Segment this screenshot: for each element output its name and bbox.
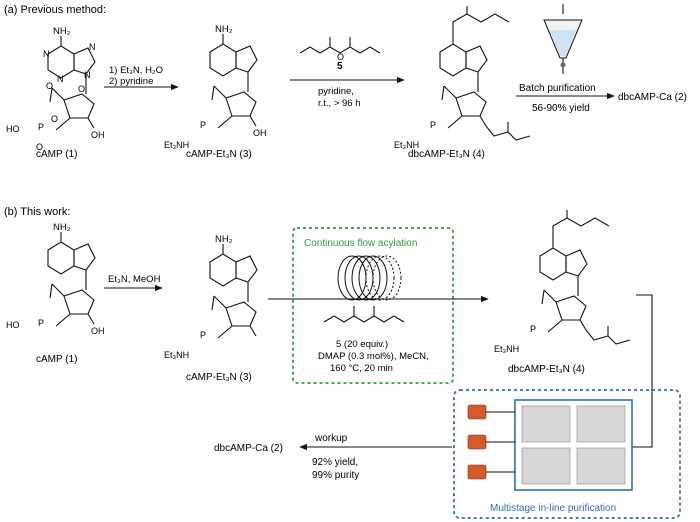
atom-label: Et₃NH <box>494 344 519 354</box>
atom-label: N <box>57 74 64 84</box>
coil-reactor-icon <box>337 255 402 301</box>
atom-label: NH₂ <box>215 234 233 245</box>
camp-et3n-structure-b: NH₂ P Et₃NH <box>164 234 258 360</box>
atom-label: P <box>530 324 536 334</box>
camp-structure-b: NH₂ P HO OH <box>6 222 105 336</box>
column-grid-icon <box>521 405 626 485</box>
atom-label: HO <box>6 124 20 134</box>
purity-b: 99% purity <box>312 470 359 481</box>
atom-label: O <box>78 84 85 94</box>
atom-label: O <box>337 52 344 62</box>
label-dbc-a: dbcAMP-Et₃N (4) <box>408 149 485 160</box>
flow-box <box>292 227 454 384</box>
atom-label: O <box>46 81 53 91</box>
separatory-funnel-icon <box>543 4 583 74</box>
atom-label: Et₃NH <box>394 140 419 150</box>
flow-cond3: 160 °C, 20 min <box>330 363 393 374</box>
atom-label: OH <box>91 326 105 336</box>
anhydride-structure-b <box>323 306 405 323</box>
step2-line1: pyridine, <box>318 86 354 97</box>
product-b: dbcAMP-Ca (2) <box>214 443 283 454</box>
atom-label: N <box>43 49 50 59</box>
reagent-5: 5 <box>337 61 343 72</box>
label-camp-a: cAMP (1) <box>36 149 78 160</box>
atom-label: OH <box>91 130 105 140</box>
section-a-heading: (a) Previous method: <box>4 4 106 16</box>
atom-label: NH₂ <box>53 26 71 37</box>
label-salt-b: cAMP-Et₃N (3) <box>186 372 252 383</box>
camp-et3n-structure: NH₂ P OH Et₃NH <box>164 24 267 150</box>
atom-label: P <box>200 330 206 340</box>
anhydride-structure: O <box>299 37 381 62</box>
atom-label: OH <box>253 128 267 138</box>
step1-b: Et₃N, MeOH <box>108 274 161 285</box>
atom-label: P <box>430 120 436 130</box>
atom-label: NH₂ <box>215 24 233 35</box>
atom-label: N <box>84 70 91 80</box>
atom-label: N <box>89 42 96 52</box>
purification-title: Multistage in-line purification <box>490 503 616 514</box>
atom-label: Et₃NH <box>164 140 189 150</box>
atom-label: P <box>38 122 44 132</box>
atom-label: P <box>38 318 44 328</box>
flow-cond1: 5 (20 equiv.) <box>336 339 388 350</box>
dbcamp-structure-a: P Et₃NH <box>394 6 531 150</box>
step1-line2: 2) pyridine <box>109 76 153 87</box>
atom-label: Et₃NH <box>164 350 189 360</box>
camp-structure: NH₂ N N N N O O O P HO O OH <box>6 26 105 152</box>
label-dbc-b: dbcAMP-Et₃N (4) <box>508 364 585 375</box>
step1-line1: 1) Et₃N, H₂O <box>109 65 163 76</box>
step2-line2: r.t., > 96 h <box>318 98 361 109</box>
flow-title: Continuous flow acylation <box>304 238 417 249</box>
connector-line <box>632 294 653 448</box>
workup-label: workup <box>314 433 348 444</box>
pump-icon <box>467 404 487 480</box>
atom-label: HO <box>6 320 20 330</box>
batch-purification-label: Batch purification <box>519 83 596 94</box>
section-b-heading: (b) This work: <box>4 206 70 218</box>
atom-label: P <box>200 120 206 130</box>
product-a: dbcAMP-Ca (2) <box>618 92 687 103</box>
batch-yield: 56-90% yield <box>532 103 590 114</box>
dbcamp-structure-b: P Et₃NH <box>494 210 631 354</box>
label-camp-b: cAMP (1) <box>36 354 78 365</box>
atom-label: O <box>51 114 58 124</box>
atom-label: NH₂ <box>53 222 71 233</box>
atom-label: O <box>36 142 43 152</box>
yield-b: 92% yield, <box>312 457 358 468</box>
label-salt-a: cAMP-Et₃N (3) <box>186 149 252 160</box>
flow-cond2: DMAP (0.3 mol%), MeCN, <box>318 351 429 362</box>
